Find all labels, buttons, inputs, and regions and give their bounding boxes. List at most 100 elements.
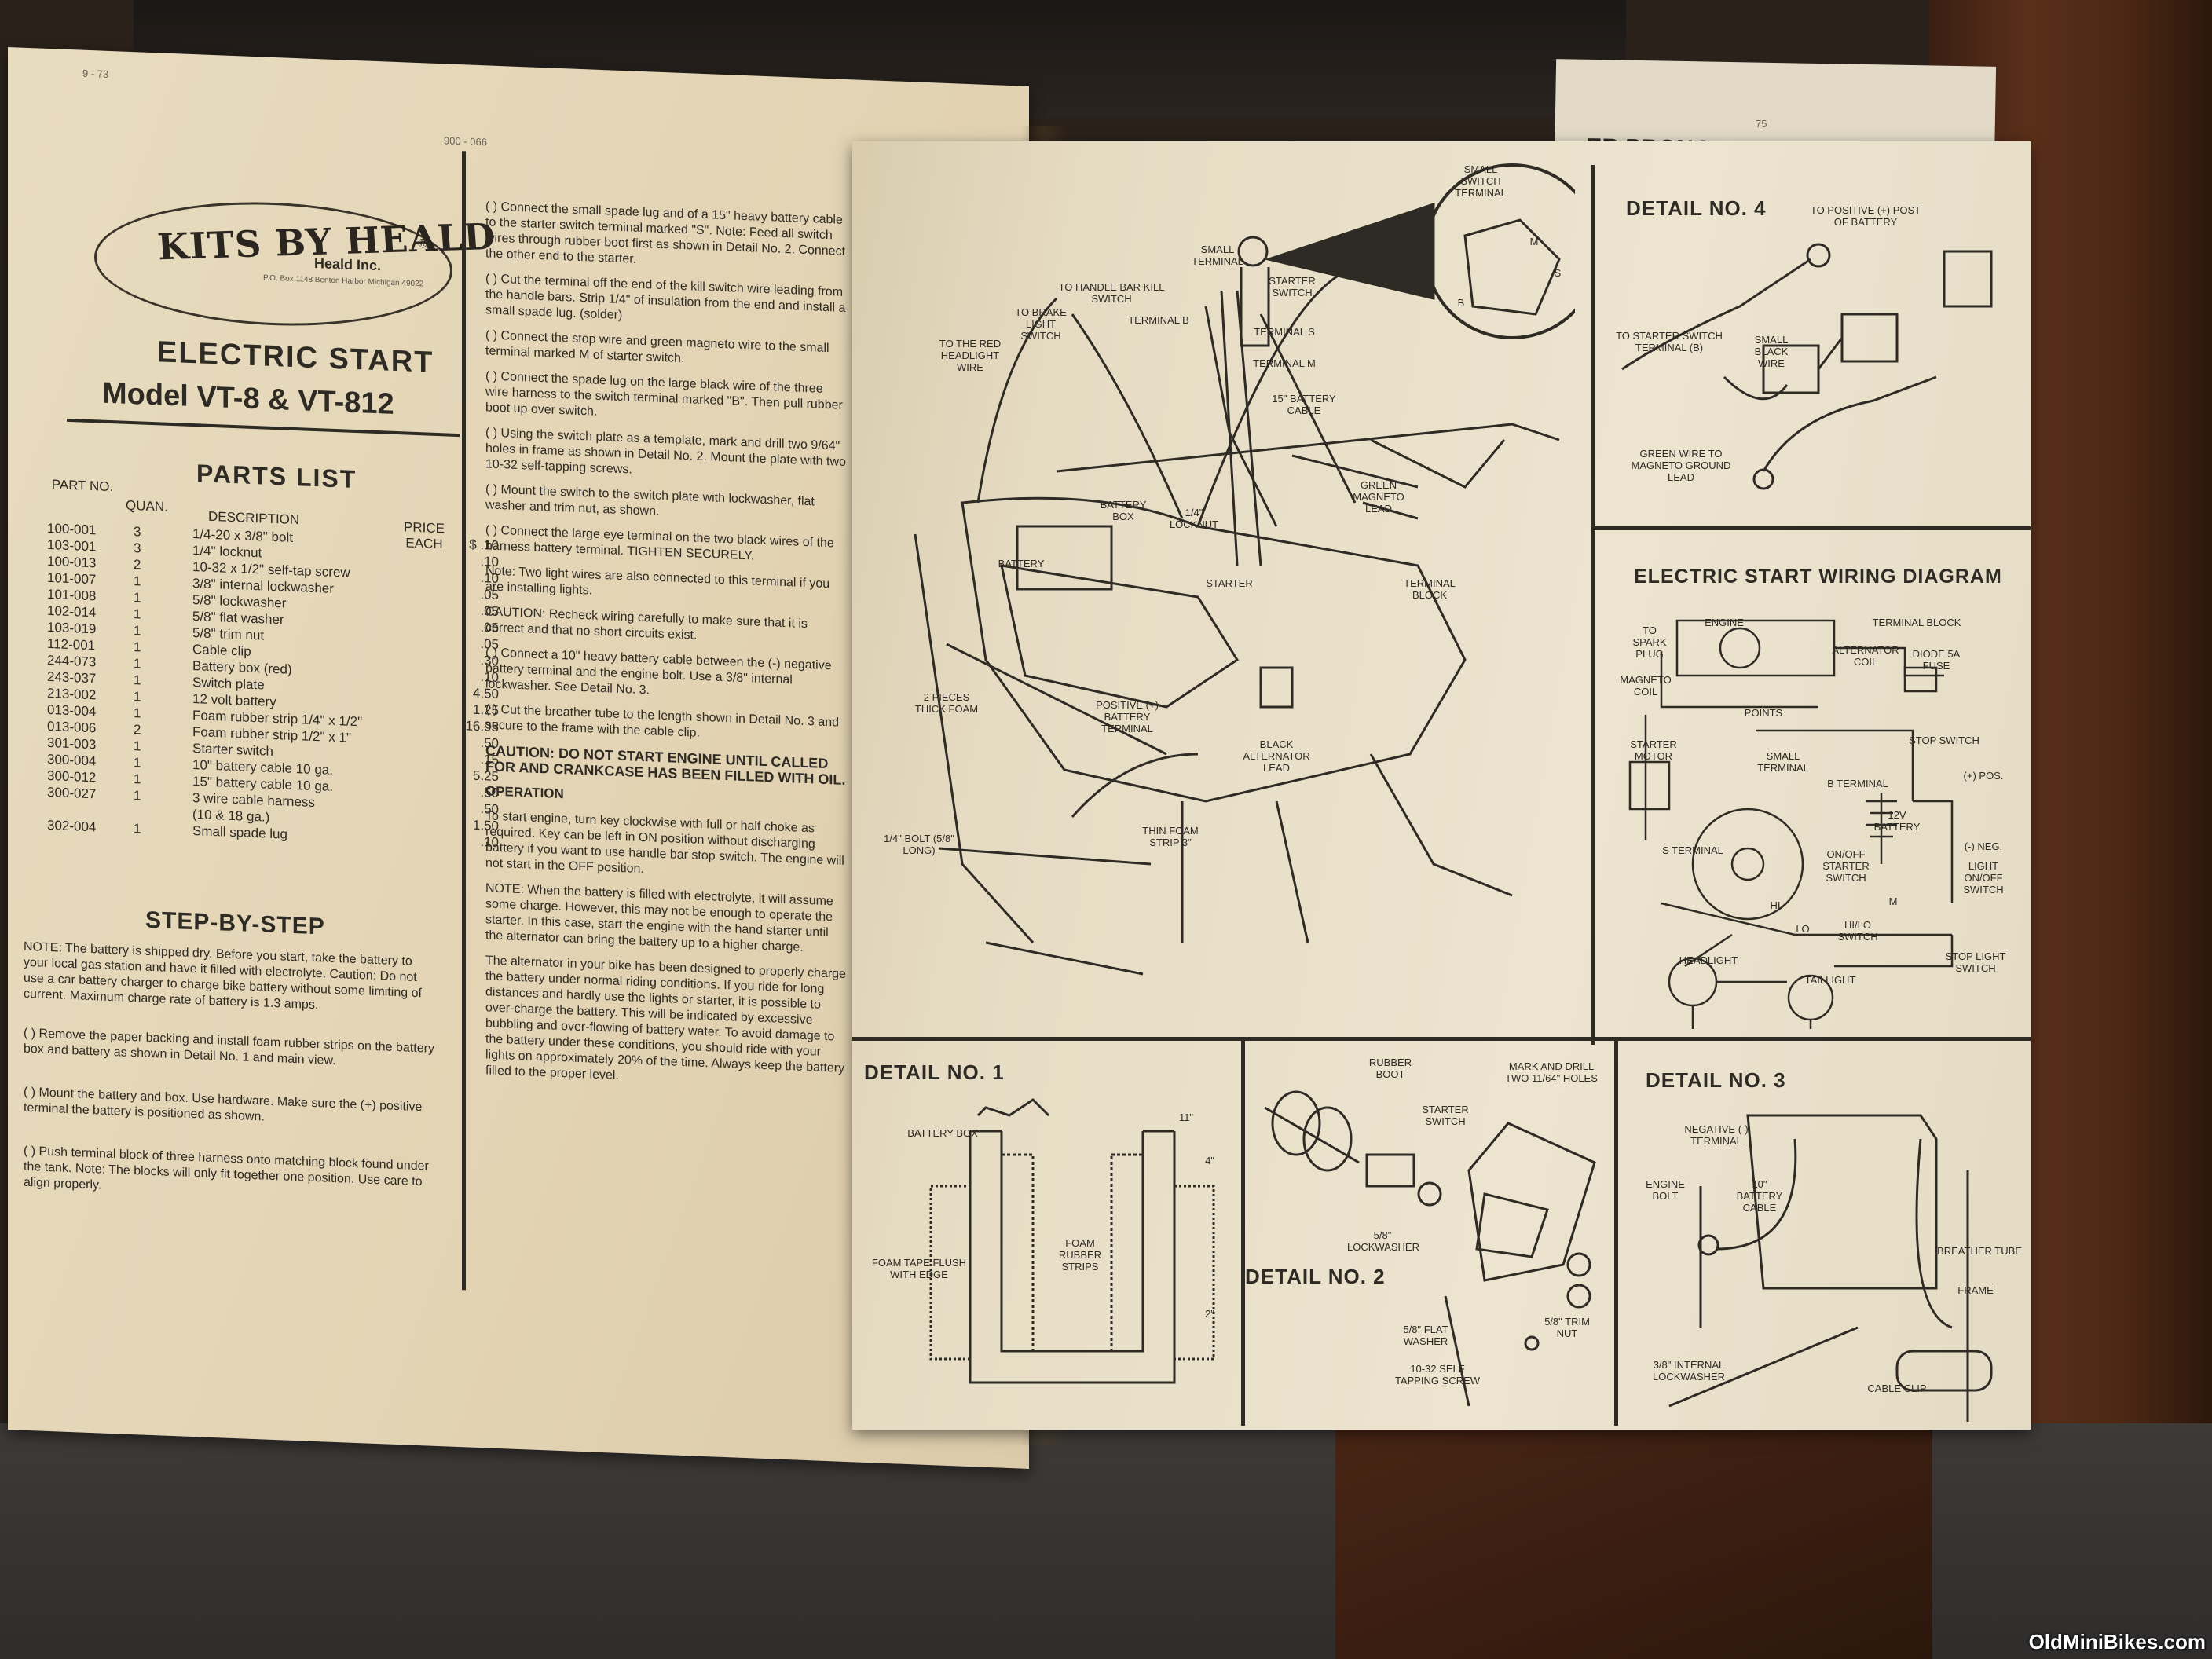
w-onoff-starter: ON/OFF STARTER SWITCH <box>1822 848 1870 884</box>
step-right-1: ( ) Connect the small spade lug and of a… <box>485 200 846 266</box>
lbl-terminal-block: TERMINAL BLOCK <box>1404 577 1456 601</box>
page-code: 900 - 066 <box>444 134 487 148</box>
qty-cell: 3 <box>134 540 141 556</box>
step-right-7: ( ) Connect the large eye terminal on th… <box>485 523 834 563</box>
qty-cell: 1 <box>134 821 141 837</box>
lbl-red-headlight: TO THE RED HEADLIGHT WIRE <box>939 338 1002 373</box>
d4-small-black: SMALL BLACK WIRE <box>1754 334 1789 369</box>
qty-cell: 2 <box>134 557 141 573</box>
wiring-title: ELECTRIC START WIRING DIAGRAM <box>1634 566 2002 588</box>
w-light-onoff: LIGHT ON/OFF SWITCH <box>1963 860 2004 895</box>
w-headlight: HEADLIGHT <box>1679 954 1738 966</box>
qty-cell: 1 <box>134 606 141 622</box>
doc-model: Model VT-8 & VT-812 <box>102 376 394 421</box>
parts-list-title: PARTS LIST <box>196 459 357 494</box>
lbl-terminal-m: TERMINAL M <box>1253 357 1316 369</box>
w-s-terminal: S TERMINAL <box>1662 844 1723 856</box>
detail-divider-2 <box>1614 1041 1618 1426</box>
w-alt-coil: ALTERNATOR COIL <box>1832 644 1899 668</box>
lbl-handle-bar: TO HANDLE BAR KILL SWITCH <box>1058 281 1165 305</box>
w-m: M <box>1888 895 1898 907</box>
right-page: 75 <box>852 118 2031 1430</box>
qty-cell: 1 <box>134 689 141 705</box>
detail4-diagram <box>1621 243 1993 490</box>
lbl-battery-cable: 15" BATTERY CABLE <box>1272 393 1336 416</box>
d2-screw: 10-32 SELF TAPPING SCREW <box>1394 1363 1481 1386</box>
qty-cell: 1 <box>134 656 141 672</box>
detail1-title: DETAIL NO. 1 <box>864 1060 1005 1084</box>
desk-corner <box>1335 1408 1932 1659</box>
d1-dim11: 11" <box>1178 1111 1194 1123</box>
lbl-inset-b: B <box>1457 297 1465 309</box>
d2-starter-switch: STARTER SWITCH <box>1422 1104 1469 1127</box>
w-spark: TO SPARK PLUG <box>1632 624 1667 660</box>
page-number-left: 9 - 73 <box>82 67 109 80</box>
d1-foam-rubber: FOAM RUBBER STRIPS <box>1058 1237 1102 1273</box>
w-stop-switch: STOP SWITCH <box>1909 734 1979 746</box>
qty-cell: 1 <box>134 639 141 655</box>
w-engine: ENGINE <box>1705 617 1744 628</box>
instructions-column: ( ) Connect the small spade lug and of a… <box>485 199 847 1102</box>
qty-cell: 1 <box>134 738 141 754</box>
lbl-thin-foam: THIN FOAM STRIP 3" <box>1142 825 1199 848</box>
w-hi: HI <box>1770 899 1781 911</box>
qty-cell: 1 <box>134 755 141 771</box>
diagram-divider-v <box>1591 165 1595 1045</box>
lbl-locknut: 1/4" LOCKNUT <box>1169 507 1219 530</box>
step-left-2: ( ) Mount the battery and box. Use hardw… <box>24 1085 423 1124</box>
d3-cable: 10" BATTERY CABLE <box>1736 1178 1783 1214</box>
d4-pos-post: TO POSITIVE (+) POST OF BATTERY <box>1810 204 1921 228</box>
qty-cell <box>134 804 192 822</box>
detail4-title: DETAIL NO. 4 <box>1626 196 1767 220</box>
step-right-6: ( ) Mount the switch to the switch plate… <box>485 482 815 518</box>
caution-oil: CAUTION: DO NOT START ENGINE UNTIL CALLE… <box>485 742 846 788</box>
d2-rubber-boot: RUBBER BOOT <box>1368 1057 1412 1080</box>
doc-title: ELECTRIC START <box>157 335 434 379</box>
detail3-diagram <box>1668 1114 1993 1422</box>
d3-breather: BREATHER TUBE <box>1937 1245 2022 1257</box>
lbl-terminal-b: TERMINAL B <box>1128 314 1189 326</box>
lbl-battery: BATTERY <box>998 558 1045 569</box>
alternator-note: The alternator in your bike has been des… <box>485 954 846 1082</box>
lbl-bolt: 1/4" BOLT (5/8" LONG) <box>884 833 954 856</box>
w-magneto: MAGNETO COIL <box>1620 674 1672 698</box>
d2-trim-nut: 5/8" TRIM NUT <box>1544 1316 1590 1339</box>
step-right-3: ( ) Connect the stop wire and green magn… <box>485 328 830 366</box>
part-no-cell: 302-004 <box>47 817 97 835</box>
step-left-3: ( ) Push terminal block of three harness… <box>24 1144 429 1192</box>
title-rule <box>67 418 460 438</box>
w-b-terminal: B TERMINAL <box>1827 778 1888 789</box>
detail2-title: DETAIL NO. 2 <box>1245 1265 1386 1288</box>
d1-foam-tape: FOAM TAPE FLUSH WITH EDGE <box>871 1257 967 1280</box>
lbl-positive: POSITIVE (+) BATTERY TERMINAL <box>1096 699 1159 734</box>
diagram-divider-h <box>852 1037 2031 1041</box>
battery-note: NOTE: The battery is shipped dry. Before… <box>24 939 422 1013</box>
step-right-8: Note: Two light wires are also connected… <box>485 564 830 598</box>
d4-starter-term: TO STARTER SWITCH TERMINAL (B) <box>1616 330 1723 353</box>
watermark: OldMiniBikes.com <box>2028 1630 2206 1654</box>
detail2-diagram <box>1264 1090 1596 1407</box>
w-stoplight: STOP LIGHT SWITCH <box>1945 950 2006 974</box>
d1-battery-box: BATTERY BOX <box>907 1127 978 1139</box>
lbl-terminal-s: TERMINAL S <box>1254 326 1315 338</box>
step-right-11: ( ) Cut the breather tube to the length … <box>485 702 840 740</box>
lbl-brake-light: TO BRAKE LIGHT SWITCH <box>1015 306 1067 342</box>
lbl-black-alt: BLACK ALTERNATOR LEAD <box>1243 738 1310 774</box>
w-pos: (+) POS. <box>1963 770 2004 782</box>
step-right-5: ( ) Using the switch plate as a template… <box>485 426 846 477</box>
qty-cell: 1 <box>134 672 141 688</box>
w-taillight: TAILLIGHT <box>1804 974 1856 986</box>
d2-lockwasher: 5/8" LOCKWASHER <box>1347 1229 1419 1253</box>
w-small-terminal: SMALL TERMINAL <box>1757 750 1809 774</box>
w-hilo: HI/LO SWITCH <box>1837 919 1878 943</box>
w-points: POINTS <box>1744 707 1783 719</box>
lbl-starter-switch: STARTER SWITCH <box>1269 275 1316 298</box>
part-no-cell: 300-027 <box>47 784 97 802</box>
qty-cell: 1 <box>134 590 141 606</box>
d1-dim4: 4" <box>1205 1155 1214 1166</box>
d3-cable-clip: CABLE CLIP <box>1867 1382 1927 1394</box>
w-battery: 12V BATTERY <box>1873 809 1921 833</box>
col-qty: QUAN. <box>126 497 168 515</box>
d4-green-wire: GREEN WIRE TO MAGNETO GROUND LEAD <box>1631 448 1731 483</box>
